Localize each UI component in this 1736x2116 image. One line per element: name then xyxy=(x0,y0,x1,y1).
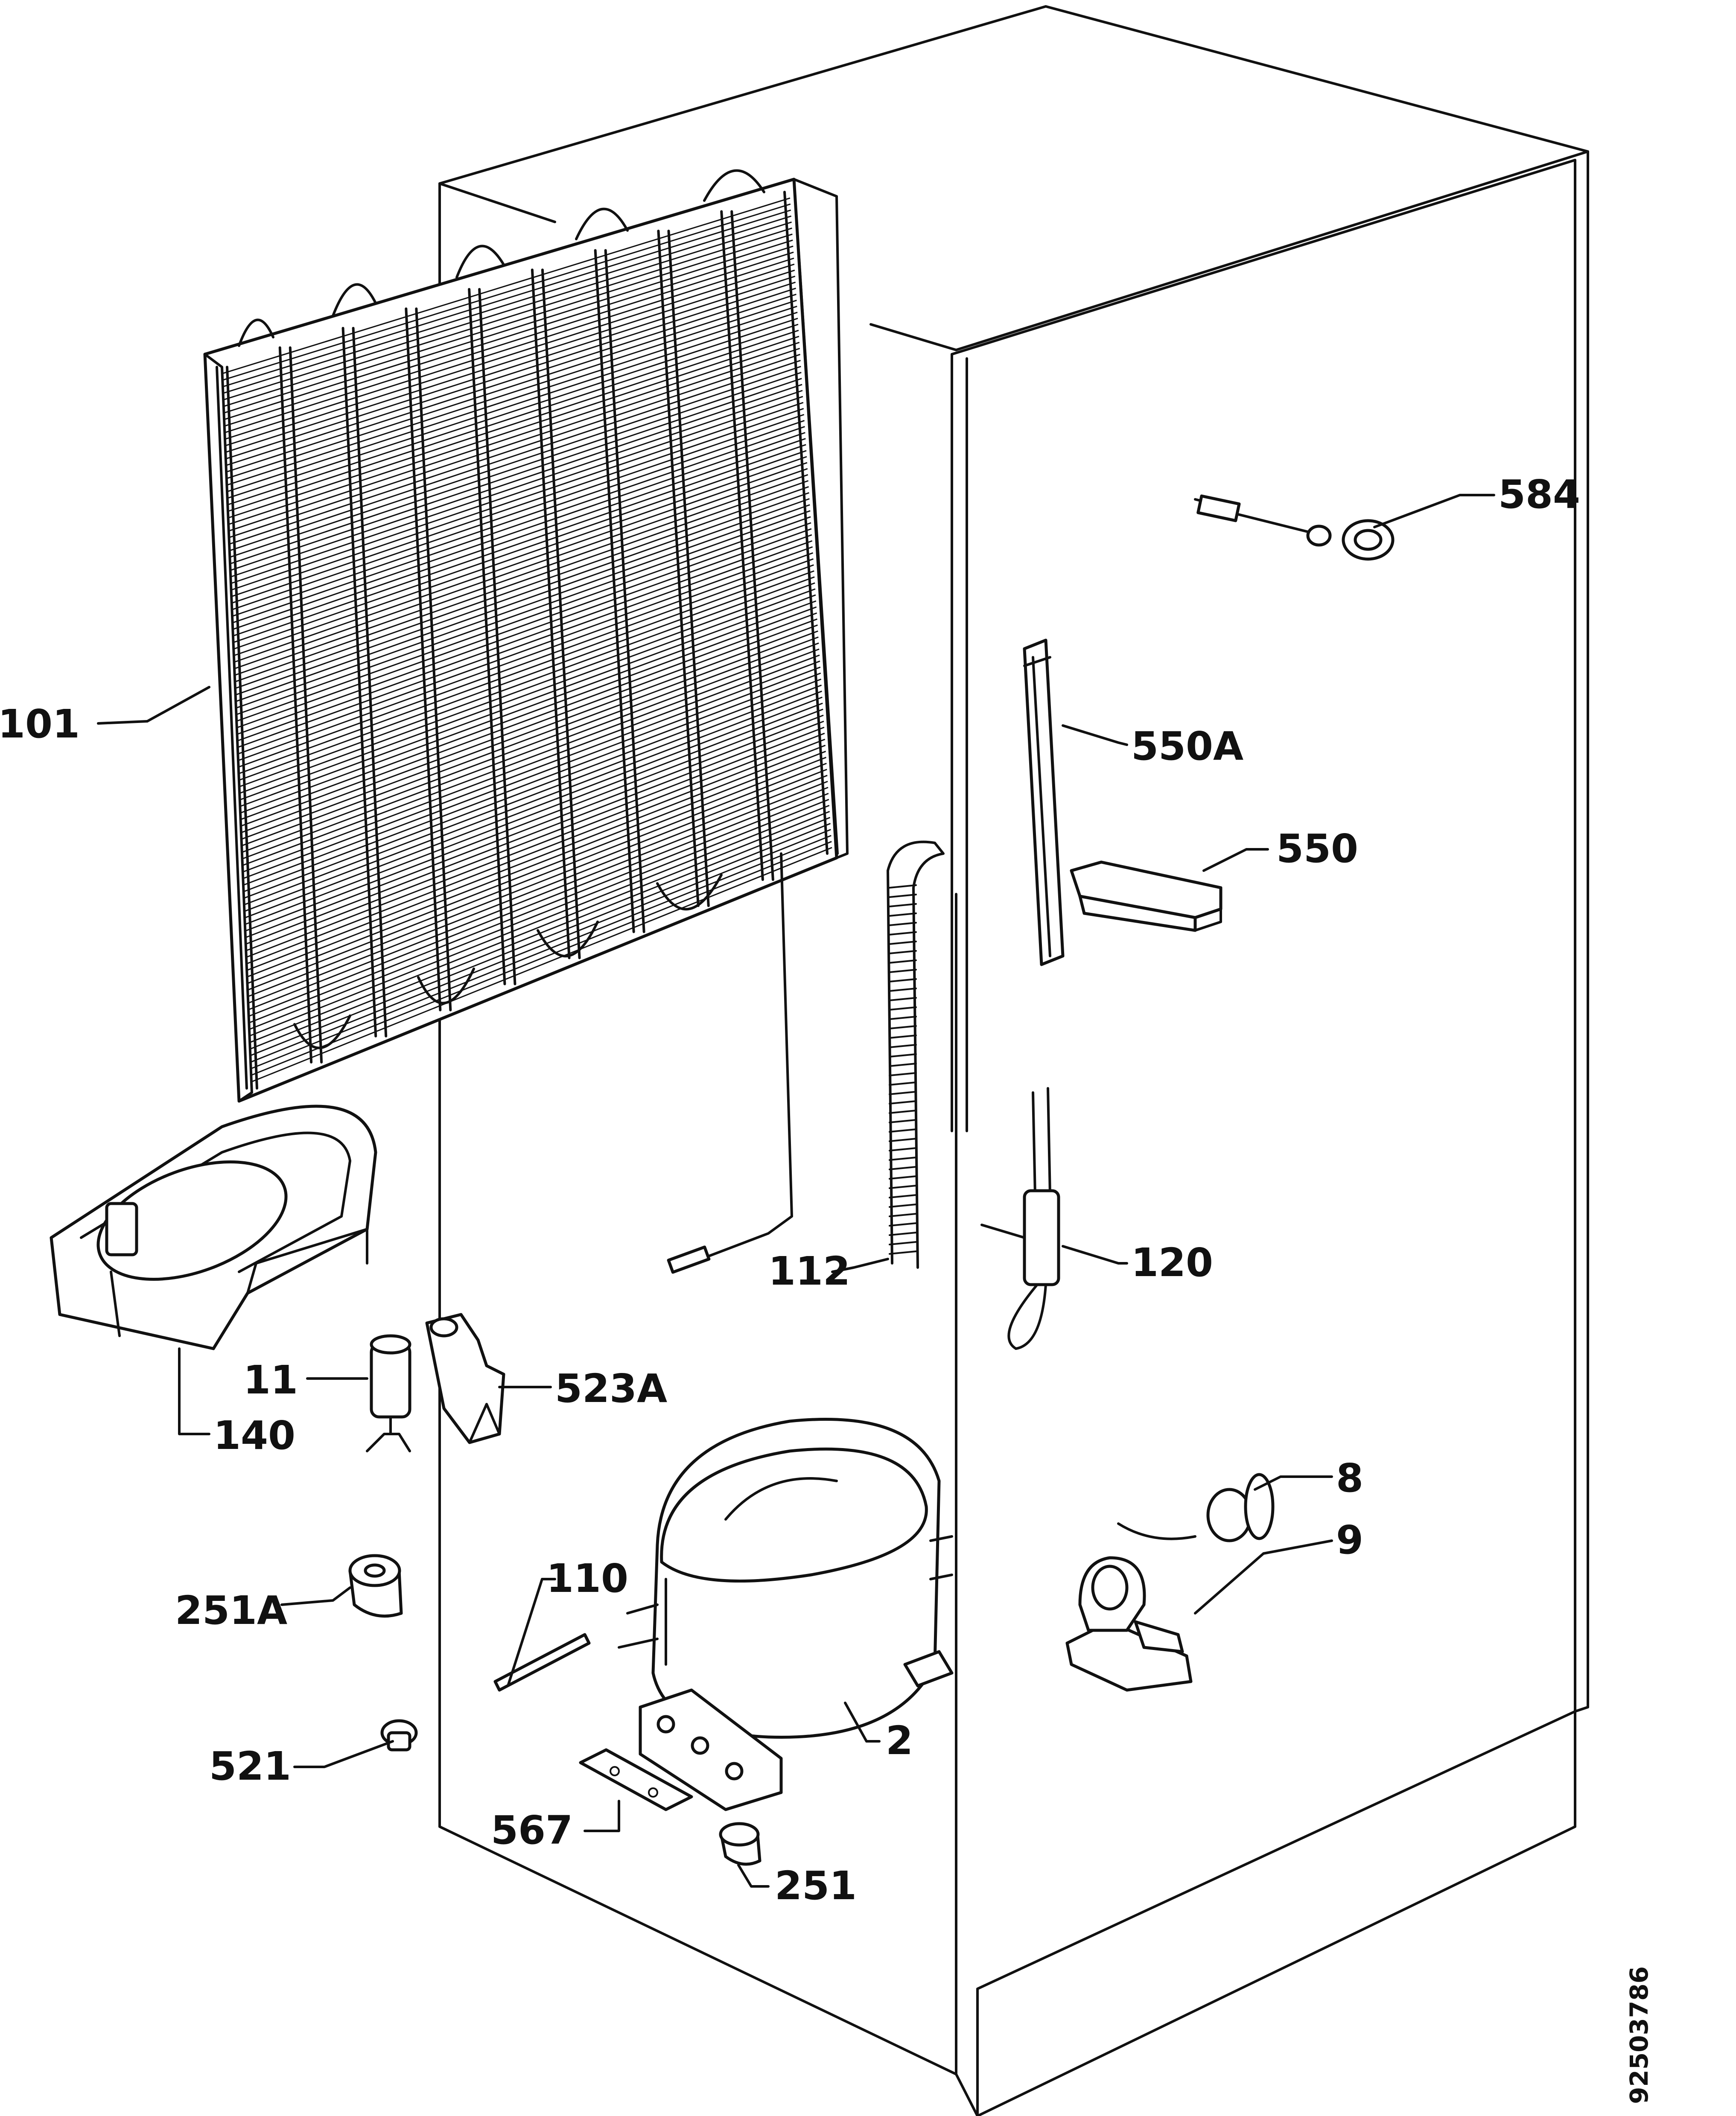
part-550A-strip xyxy=(1023,638,1065,966)
label-8: 8 xyxy=(1336,1455,1363,1501)
part-120-sensor xyxy=(980,1087,1060,1350)
label-567: 567 xyxy=(491,1807,573,1853)
label-550A: 550A xyxy=(1131,723,1243,769)
label-9: 9 xyxy=(1336,1517,1363,1563)
part-110-tube xyxy=(493,1633,591,1692)
part-2-compressor xyxy=(618,1418,954,1811)
part-251-bushing xyxy=(719,1822,762,1866)
leader-lines xyxy=(97,494,1495,1888)
label-140: 140 xyxy=(213,1413,295,1458)
part-140-drip-tray xyxy=(50,1105,377,1350)
label-11: 11 xyxy=(243,1357,298,1403)
part-523A-clip xyxy=(425,1313,505,1444)
part-521-screw xyxy=(380,1719,418,1752)
part-112-hose xyxy=(887,840,945,1269)
part-550-bracket xyxy=(1070,860,1222,932)
label-550: 550 xyxy=(1276,826,1358,871)
part-11-relay xyxy=(366,1334,411,1452)
label-110: 110 xyxy=(546,1556,628,1601)
label-120: 120 xyxy=(1131,1240,1213,1285)
label-112: 112 xyxy=(768,1248,850,1294)
appliance-cabinet xyxy=(438,5,1589,2116)
label-523A: 523A xyxy=(555,1366,667,1411)
callout-labels: 101 584 550A 550 112 120 11 523A 140 8 9… xyxy=(0,472,1654,2104)
document-number: 92503786 xyxy=(1625,1966,1654,2104)
part-251A-grommet xyxy=(348,1554,403,1618)
label-521: 521 xyxy=(209,1743,291,1789)
label-584: 584 xyxy=(1498,472,1580,517)
part-8-socket xyxy=(1117,1473,1275,1542)
label-251A: 251A xyxy=(175,1588,287,1633)
label-251: 251 xyxy=(775,1863,857,1909)
condenser xyxy=(203,169,849,1274)
part-584-knob xyxy=(1194,494,1395,561)
label-2: 2 xyxy=(886,1718,913,1763)
label-101: 101 xyxy=(0,701,80,747)
part-9-bracket xyxy=(1065,1556,1193,1692)
part-567-plate xyxy=(579,1748,693,1811)
